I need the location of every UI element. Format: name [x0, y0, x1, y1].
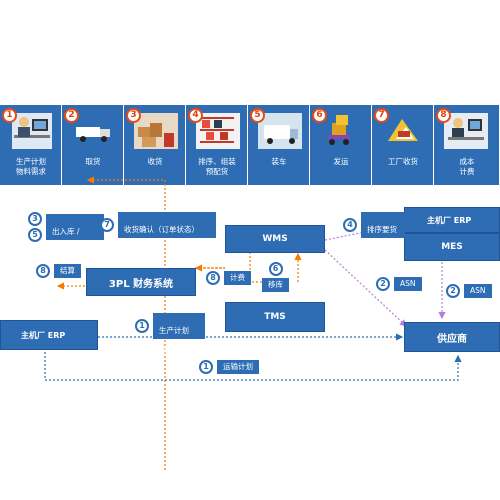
settle-callout: 8 结算 [36, 264, 81, 278]
step-badge: 1 [199, 360, 213, 374]
factory-receipt-icon [388, 119, 418, 141]
hand-truck-icon [328, 115, 350, 145]
callout-tag: ASN [464, 284, 492, 298]
finance-system-box: 3PL 财务系统 [86, 268, 196, 296]
step-badge: 3 [28, 212, 42, 226]
step-7: 7 工厂收货 [372, 105, 434, 185]
step-label: 装车 [271, 157, 287, 166]
accountant-at-desk-icon [444, 113, 488, 149]
sequence-callout: 4 排序要货 看板要货 [343, 212, 405, 254]
loading-van-icon [258, 113, 302, 149]
step-label: 排序、组装 预配货 [198, 157, 236, 176]
step-label: 取货 [85, 157, 101, 166]
callout-line: 看板要货 [367, 245, 397, 254]
step-label: 发运 [333, 157, 349, 166]
asn-callout-2: 2 ASN [446, 284, 492, 298]
step-badge: 8 [36, 264, 50, 278]
step-number: 5 [250, 108, 265, 123]
step-badge: 1 [135, 319, 149, 333]
orange-connector [249, 252, 262, 283]
step-badge: 4 [343, 218, 357, 232]
step-badge: 8 [206, 271, 220, 285]
truck-icon [76, 127, 110, 142]
step-4: 4 排序、组装 预配货 [186, 105, 248, 185]
step-5: 5 装车 [248, 105, 310, 185]
callout-tag: 计费 [224, 271, 251, 285]
step-3: 3 收货 [124, 105, 186, 185]
step-number: 1 [2, 108, 17, 123]
plan-callout: 1 生产计划 现场要货 [135, 313, 205, 355]
step-number: 6 [312, 108, 327, 123]
callout-tag: 出入库 / 库存更新 [46, 214, 104, 256]
supplier-box: 供应商 [404, 322, 500, 352]
oem-erp-box-left: 主机厂 ERP [0, 320, 98, 350]
inout-callout: 3 5 出入库 / 库存更新 [28, 212, 104, 256]
callout-line: 排序要货 [367, 225, 397, 234]
callout-tag: 结算 [54, 264, 81, 278]
step-number: 3 [126, 108, 141, 123]
oem-erp-box: 主机厂 ERP [404, 207, 500, 233]
callout-tag: 收货确认（订单状态） 发货确认（订单状态） [118, 212, 216, 254]
step-1: 1 生产计划 物料需求 [0, 105, 62, 185]
move-callout: 6 移库 [262, 262, 289, 292]
step-6: 6 发运 [310, 105, 372, 185]
callout-line: 收货确认（订单状态） [124, 225, 199, 234]
callout-tag: 排序要货 看板要货 [361, 212, 405, 254]
callout-line: 发货确认（订单状态） [124, 245, 199, 254]
callout-line: 现场要货 [159, 346, 189, 355]
callout-tag: 移库 [262, 278, 289, 292]
step-number: 7 [374, 108, 389, 123]
purple-connector [324, 249, 407, 327]
step-badge: 2 [446, 284, 460, 298]
mes-box: MES [404, 233, 500, 261]
orange-connector [86, 176, 166, 470]
step-label: 成本 计费 [459, 157, 475, 176]
planner-at-desk-icon [12, 113, 52, 149]
wms-box: WMS [225, 225, 325, 253]
step-label: 生产计划 物料需求 [16, 157, 46, 176]
purple-connector [324, 222, 402, 241]
callout-line: 生产计划 [159, 326, 189, 335]
asn-callout-1: 2 ASN [376, 277, 422, 291]
step-label: 工厂收货 [388, 157, 418, 166]
step-badge: 5 [28, 228, 42, 242]
step-badge: 7 [100, 218, 114, 232]
step-badge: 2 [376, 277, 390, 291]
callout-tag: ASN [394, 277, 422, 291]
step-8: 8 成本 计费 [434, 105, 500, 185]
step-badge: 6 [268, 262, 283, 276]
step-number: 4 [188, 108, 203, 123]
transport-callout: 1 运输计划 [199, 360, 259, 374]
callout-tag: 运输计划 [217, 360, 259, 374]
billing-callout: 8 计费 [206, 271, 251, 285]
step-number: 2 [64, 108, 79, 123]
callout-line: 库存更新 [52, 247, 82, 256]
confirm-callout: 7 收货确认（订单状态） 发货确认（订单状态） [100, 212, 216, 254]
process-step-strip: 1 生产计划 物料需求 2 取货 3 收货 4 排序、组装 预配货 [0, 105, 500, 185]
blue-connector [44, 352, 462, 381]
tms-box: TMS [225, 302, 325, 332]
warehouse-boxes-icon [134, 113, 178, 149]
step-number: 8 [436, 108, 451, 123]
shelving-rack-icon [196, 113, 240, 149]
callout-line: 出入库 / [52, 227, 80, 236]
step-label: 收货 [147, 157, 163, 166]
step-2: 2 取货 [62, 105, 124, 185]
callout-tag: 生产计划 现场要货 [153, 313, 205, 355]
